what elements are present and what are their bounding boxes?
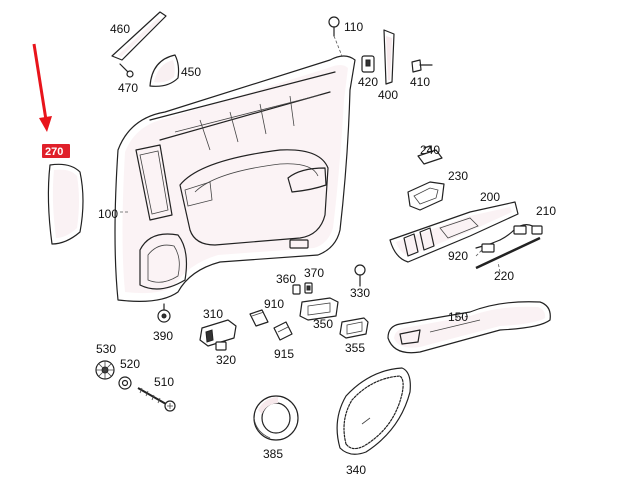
label-240: 240 xyxy=(420,143,440,157)
part-240-cover[interactable] xyxy=(417,145,443,165)
label-920: 920 xyxy=(448,249,468,263)
label-350: 350 xyxy=(313,317,333,331)
part-385-speaker-ring[interactable] xyxy=(253,395,299,441)
label-915: 915 xyxy=(274,347,294,361)
label-400: 400 xyxy=(378,88,398,102)
label-230: 230 xyxy=(448,169,468,183)
label-340: 340 xyxy=(346,463,366,477)
part-310-module[interactable] xyxy=(199,319,237,347)
part-400-seal-strip[interactable] xyxy=(383,29,395,85)
part-390-clip[interactable] xyxy=(157,303,171,323)
label-520: 520 xyxy=(120,357,140,371)
leader-920 xyxy=(475,249,483,257)
part-460-trim[interactable] xyxy=(111,11,167,61)
part-360-clip[interactable] xyxy=(292,284,301,295)
part-230-bracket[interactable] xyxy=(407,181,445,211)
label-150: 150 xyxy=(448,310,468,324)
part-220-rod[interactable] xyxy=(475,236,541,270)
label-355: 355 xyxy=(345,341,365,355)
red-pointer-arrow xyxy=(32,43,48,121)
part-920-wire[interactable] xyxy=(475,239,501,253)
part-420-clip[interactable] xyxy=(361,55,375,73)
red-arrowhead xyxy=(39,116,52,132)
label-385: 385 xyxy=(263,447,283,461)
part-410-push-pin[interactable] xyxy=(411,59,433,73)
part-320-plug[interactable] xyxy=(215,341,227,351)
part-150-armrest[interactable] xyxy=(387,301,551,354)
part-470-screw[interactable] xyxy=(119,63,134,78)
part-370-clip[interactable] xyxy=(304,282,313,294)
label-410: 410 xyxy=(410,75,430,89)
leader-110 xyxy=(333,35,343,57)
label-450: 450 xyxy=(181,65,201,79)
highlighted-part-270[interactable] xyxy=(47,163,84,245)
label-390: 390 xyxy=(153,329,173,343)
highlight-label-box xyxy=(42,144,70,158)
label-220: 220 xyxy=(494,269,514,283)
part-330-screw[interactable] xyxy=(354,264,366,287)
label-200: 200 xyxy=(480,190,500,204)
label-530: 530 xyxy=(96,342,116,356)
label-510: 510 xyxy=(154,375,174,389)
label-910: 910 xyxy=(264,297,284,311)
leader-150 xyxy=(454,315,471,319)
label-320: 320 xyxy=(216,353,236,367)
part-340-seal[interactable] xyxy=(336,367,411,455)
label-210: 210 xyxy=(536,204,556,218)
part-530-retainer-wheel[interactable] xyxy=(95,360,115,380)
part-450-tweeter-cover[interactable] xyxy=(149,54,180,87)
label-460: 460 xyxy=(110,22,130,36)
part-350-switch[interactable] xyxy=(299,297,339,321)
label-110: 110 xyxy=(344,20,363,34)
highlight-label: 270 xyxy=(45,146,63,158)
leader-220 xyxy=(497,261,501,273)
part-520-washer[interactable] xyxy=(118,376,132,390)
part-510-screw[interactable] xyxy=(137,387,176,412)
part-910-foam[interactable] xyxy=(249,309,269,327)
label-310: 310 xyxy=(203,307,223,321)
part-110-clip[interactable] xyxy=(328,16,340,37)
label-470: 470 xyxy=(118,81,138,95)
door-panel-100[interactable] xyxy=(114,55,356,302)
part-210-connector[interactable] xyxy=(499,224,543,241)
label-420: 420 xyxy=(358,75,378,89)
label-370: 370 xyxy=(304,266,324,280)
label-100: 100 xyxy=(98,207,118,221)
part-200-armrest-bezel[interactable] xyxy=(389,201,519,263)
part-915-foam[interactable] xyxy=(273,321,293,341)
part-355-switch[interactable] xyxy=(339,317,369,339)
label-330: 330 xyxy=(350,286,370,300)
label-360: 360 xyxy=(276,272,296,286)
